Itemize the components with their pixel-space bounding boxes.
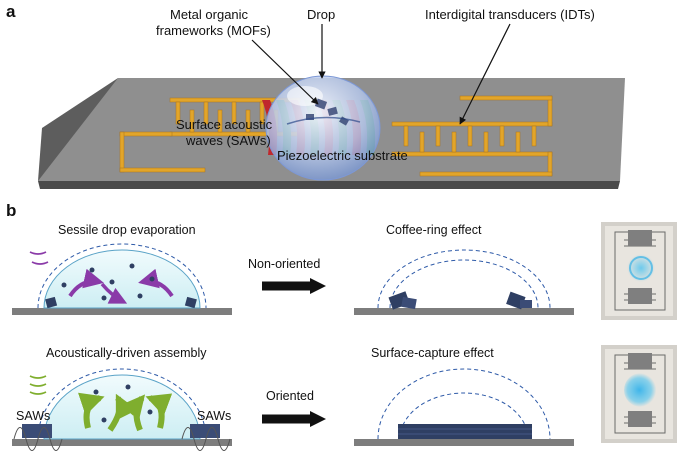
idt-right bbox=[391, 95, 553, 177]
photo-coffee-ring bbox=[601, 222, 677, 320]
sessile-drop-scene bbox=[12, 243, 232, 315]
label-saws-line2: waves (SAWs) bbox=[185, 133, 271, 148]
acoustic-wave-icon bbox=[29, 375, 47, 395]
row1-right-title: Coffee-ring effect bbox=[386, 223, 482, 237]
surface-capture-scene bbox=[354, 368, 574, 446]
label-saws-line1: Surface acoustic bbox=[176, 117, 273, 132]
acoustic-drop-scene bbox=[12, 368, 232, 451]
label-substrate: Piezoelectric substrate bbox=[277, 148, 408, 163]
row1-arrow-label: Non-oriented bbox=[248, 257, 320, 271]
saws-left-label: SAWs bbox=[16, 409, 50, 423]
arrow-row1-head bbox=[310, 278, 326, 294]
row2-arrow-label: Oriented bbox=[266, 389, 314, 403]
drop-dome bbox=[265, 75, 381, 181]
row2-left-title: Acoustically-driven assembly bbox=[46, 346, 207, 360]
photo-surface-capture bbox=[601, 345, 677, 443]
saws-right-label: SAWs bbox=[197, 409, 231, 423]
label-mofs-line2: frameworks (MOFs) bbox=[156, 23, 271, 38]
substrate-edge bbox=[38, 181, 620, 189]
row1-left-title: Sessile drop evaporation bbox=[58, 223, 196, 237]
coffee-ring-scene bbox=[354, 249, 574, 315]
stage-1 bbox=[12, 308, 232, 315]
panel-a-letter: a bbox=[6, 2, 16, 21]
row2-right-title: Surface-capture effect bbox=[371, 346, 494, 360]
label-idts: Interdigital transducers (IDTs) bbox=[425, 7, 595, 22]
oriented-film bbox=[398, 424, 532, 439]
particles bbox=[61, 263, 155, 301]
flow-arrow-left bbox=[68, 268, 104, 298]
label-drop: Drop bbox=[307, 7, 335, 22]
arrow-row2-head bbox=[310, 411, 326, 427]
flow-arrow-right bbox=[138, 268, 174, 298]
device-schematic bbox=[38, 75, 625, 189]
acoustic-flow-arrows bbox=[77, 392, 173, 432]
saw-sine-waves bbox=[13, 427, 231, 451]
label-mofs-line1: Metal organic bbox=[170, 7, 249, 22]
pointer-lines bbox=[251, 23, 511, 125]
panel-b-letter: b bbox=[6, 201, 16, 220]
evaporation-icon bbox=[29, 251, 49, 265]
